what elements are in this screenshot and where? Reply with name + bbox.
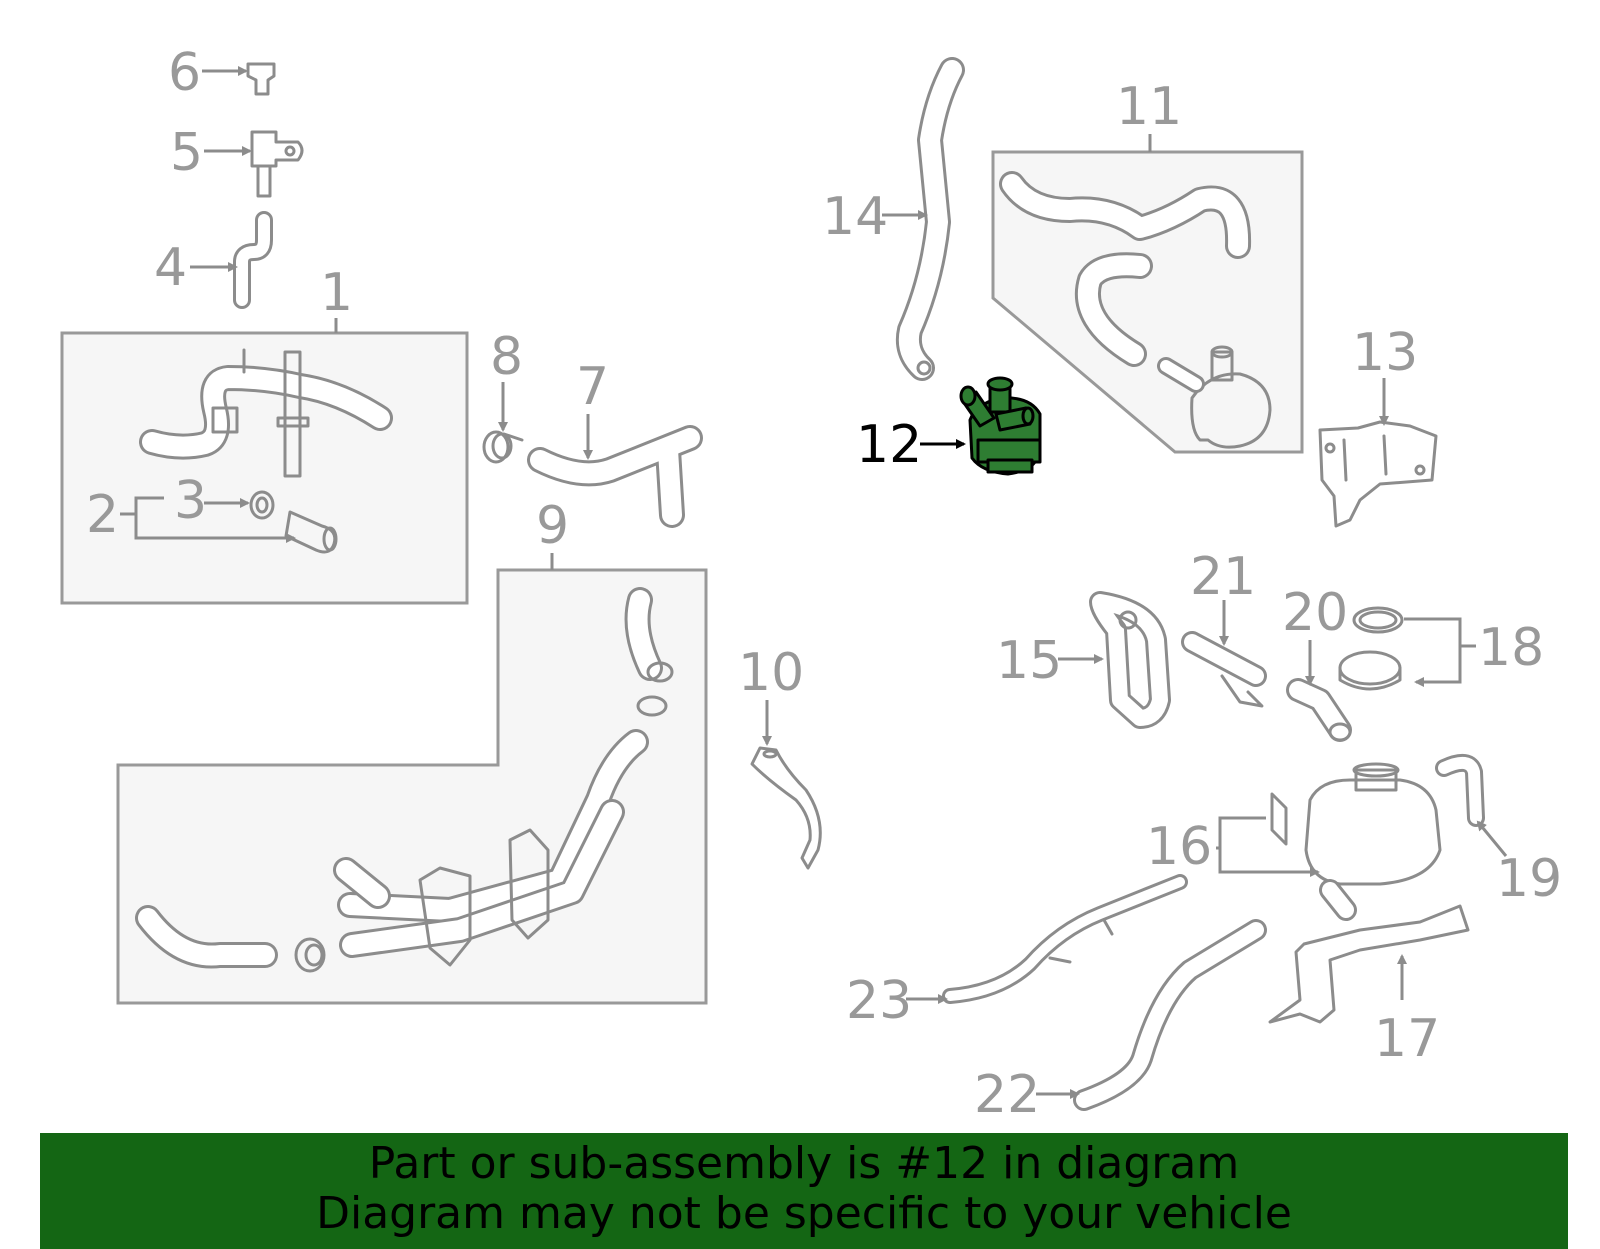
- leader-lines: [120, 66, 1508, 1099]
- part-3-o-ring[interactable]: [249, 490, 275, 520]
- callout-18: 18: [1478, 618, 1544, 678]
- callout-4: 4: [154, 238, 187, 298]
- callout-11: 11: [1116, 77, 1182, 137]
- part-5-connector[interactable]: [250, 130, 304, 198]
- callout-6: 6: [168, 43, 201, 103]
- callout-21: 21: [1190, 547, 1256, 607]
- part-1-hose-assembly[interactable]: [139, 348, 393, 478]
- callout-16: 16: [1146, 817, 1212, 877]
- part-2-sensor[interactable]: [284, 510, 338, 554]
- callout-labels: 6 5 4 1 2 3 8 7 9 10 11 14 13 12 15 21 2…: [86, 43, 1562, 1125]
- banner-part-line: Part or sub-assembly is #12 in diagram: [368, 1138, 1240, 1189]
- callout-13: 13: [1352, 323, 1418, 383]
- callout-1: 1: [320, 263, 353, 323]
- part-10-bracket[interactable]: [750, 746, 822, 870]
- callout-12: 12: [856, 415, 922, 475]
- part-21-tube[interactable]: [1181, 631, 1267, 708]
- part-13-bracket[interactable]: [1318, 420, 1438, 528]
- callout-23: 23: [846, 971, 912, 1031]
- callout-20: 20: [1282, 583, 1348, 643]
- callout-9: 9: [536, 496, 569, 556]
- callout-10: 10: [738, 643, 804, 703]
- part-17-bracket[interactable]: [1268, 904, 1470, 1024]
- callout-22: 22: [974, 1065, 1040, 1125]
- callout-19: 19: [1496, 849, 1562, 909]
- part-7-hose[interactable]: [527, 425, 703, 528]
- part-23-pipe[interactable]: [942, 874, 1188, 1004]
- part-19-hose[interactable]: [1435, 753, 1485, 827]
- callout-5: 5: [170, 123, 203, 183]
- banner-disclaimer-line: Diagram may not be specific to your vehi…: [316, 1188, 1292, 1239]
- callout-14: 14: [822, 187, 888, 247]
- callout-15: 15: [996, 631, 1062, 691]
- callout-7: 7: [576, 357, 609, 417]
- part-9-pipe-assembly[interactable]: [135, 587, 674, 973]
- part-4-tube[interactable]: [233, 211, 273, 309]
- part-15-hose[interactable]: [1089, 591, 1171, 729]
- part-8-clamp[interactable]: [482, 430, 524, 464]
- part-20-hose[interactable]: [1286, 678, 1352, 742]
- part-11-hose-kit[interactable]: [999, 171, 1272, 449]
- part-14-hose[interactable]: [895, 57, 965, 381]
- callout-17: 17: [1374, 1009, 1440, 1069]
- part-16-reservoir-tank[interactable]: [1270, 762, 1442, 921]
- callout-3: 3: [174, 471, 207, 531]
- part-22-pipe[interactable]: [1073, 919, 1267, 1111]
- callout-2: 2: [86, 485, 119, 545]
- part-18-reservoir-cap[interactable]: [1338, 606, 1404, 691]
- info-banner: Part or sub-assembly is #12 in diagram D…: [40, 1133, 1568, 1249]
- callout-8: 8: [490, 327, 523, 387]
- part-12-water-pump-highlighted[interactable]: [959, 376, 1042, 476]
- part-6-plug[interactable]: [246, 62, 276, 96]
